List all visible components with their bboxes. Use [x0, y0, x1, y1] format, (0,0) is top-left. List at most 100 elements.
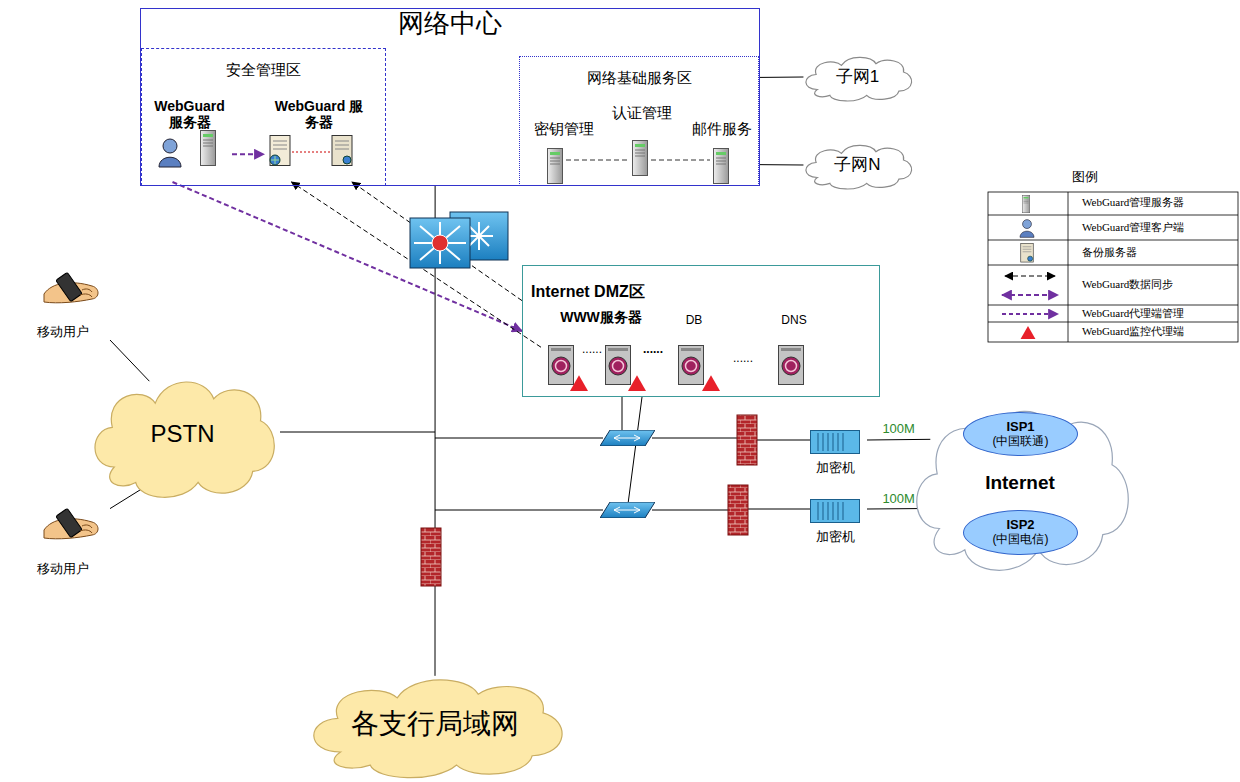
webguard-icons — [270, 136, 290, 166]
link-line — [110, 340, 149, 381]
core-switch — [432, 235, 448, 251]
subnet-cloud: 子网1 — [800, 52, 915, 102]
legend-text: 备份服务器 — [1082, 246, 1137, 259]
dmz-servers — [679, 346, 704, 385]
cloud-outline — [806, 57, 912, 101]
dashed-connector — [173, 182, 523, 331]
node-label: 子网N — [834, 155, 880, 175]
dmz-servers — [628, 375, 646, 391]
legend-samples — [1002, 313, 1058, 315]
legend-samples — [1002, 195, 1058, 339]
legend-frame — [988, 192, 1238, 342]
security-zone: 安全管理区 WebGuard 服务器 WebGuard 服务器 — [141, 48, 386, 186]
node-label: 各支行局域网 — [351, 708, 519, 740]
node-label: 安全管理区 — [226, 61, 301, 78]
node-label: Internet — [985, 472, 1055, 494]
isp-ellipse: ISP1(中国联通) — [963, 412, 1078, 456]
core-switch — [414, 222, 466, 264]
legend-text: WebGuard数据同步 — [1082, 278, 1173, 291]
legend-samples — [1022, 195, 1030, 213]
legend-text: WebGuard代理端管理 — [1082, 307, 1184, 320]
node-label: 认证管理 — [612, 104, 672, 121]
node-label: PSTN — [150, 420, 214, 448]
auth-server: 认证管理 — [602, 104, 682, 174]
branch-cloud: 各支行局域网 — [300, 668, 570, 780]
legend-samples — [1005, 276, 1055, 277]
firewalls — [421, 415, 757, 586]
cloud-outline — [95, 382, 274, 497]
dmz-servers — [606, 346, 631, 385]
legend-samples — [1021, 243, 1034, 262]
cloud-outline — [806, 145, 912, 189]
legend-samples — [1020, 220, 1034, 238]
base-servers — [548, 141, 729, 184]
dashed-connector — [352, 182, 522, 301]
link-line — [760, 164, 803, 165]
legend-samples — [1021, 326, 1036, 339]
mobile-user: 移动用户 — [15, 268, 110, 340]
node-label: (中国联通) — [993, 435, 1049, 449]
dmz-servers — [702, 375, 720, 391]
encryptors — [811, 500, 860, 523]
legend-text: WebGuard监控代理端 — [1082, 325, 1184, 338]
legend-frame — [988, 192, 1238, 342]
node-label: (中国电信) — [993, 533, 1049, 547]
legend-text: WebGuard管理服务器 — [1082, 196, 1184, 209]
network-center: 网络中心安全管理区WebGuard 服务器WebGuard 服务器网络基础服务区… — [140, 8, 760, 186]
node-label: 网络中心 — [398, 9, 502, 39]
link-line — [867, 439, 930, 441]
db-server: DB — [669, 314, 719, 394]
base-servers — [566, 160, 710, 161]
switches — [600, 502, 655, 518]
switches — [600, 430, 655, 518]
infra-zone: 网络基础服务区密钥管理认证管理邮件服务 — [519, 56, 759, 186]
key-server: 密钥管理 — [524, 120, 604, 175]
webguard-icons — [159, 131, 352, 168]
dmz-servers — [779, 346, 804, 385]
legend-text: WebGuard管理客户端 — [1082, 221, 1184, 234]
cloud-outline — [917, 411, 1128, 570]
base-servers — [714, 149, 729, 184]
dmz-servers — [570, 375, 588, 391]
webguard-icons — [292, 152, 330, 153]
mobile-hands — [44, 272, 98, 302]
ellipsis-note: ...... — [582, 343, 602, 357]
encryptors — [811, 431, 860, 454]
dashed-connector — [292, 182, 542, 347]
node-label: WWW服务器 — [560, 309, 642, 325]
encryptor: 加密机 — [803, 428, 867, 476]
isp-ellipse: ISP2(中国电信) — [963, 510, 1078, 555]
core-switch — [410, 212, 508, 268]
node-label: 子网1 — [836, 67, 879, 87]
legend-samples — [1002, 294, 1058, 296]
base-servers — [633, 141, 648, 176]
cloud-outline — [314, 680, 562, 778]
webguard-icons — [332, 136, 352, 166]
mail-server: 邮件服务 — [686, 120, 758, 175]
node-label: WebGuard 服务器 — [274, 98, 364, 130]
webguard-server: WebGuard 服务器 — [264, 98, 374, 182]
switches — [600, 430, 655, 446]
dmz-zone: Internet DMZ区 WWW服务器 DB DNS — [522, 265, 880, 397]
legend-heading: 图例 — [1072, 170, 1098, 185]
webguard-icons — [201, 131, 216, 166]
wires — [622, 397, 642, 504]
firewalls — [421, 528, 441, 586]
node-label: 移动用户 — [37, 325, 89, 340]
subnet-cloud: 子网N — [800, 140, 915, 190]
node-label: ISP1 — [1006, 420, 1034, 435]
ellipsis-note: ...... — [643, 343, 663, 357]
webguard-icons — [159, 139, 181, 167]
mobile-user: 移动用户 — [15, 505, 110, 577]
firewalls — [737, 415, 757, 465]
node-label: WebGuard 服务器 — [150, 98, 230, 130]
internet-cloud: Internet ISP1(中国联通) ISP2(中国电信) — [905, 392, 1135, 574]
link-line — [760, 77, 803, 78]
dmz-servers — [549, 346, 574, 385]
node-label: Internet DMZ区 — [531, 283, 645, 301]
node-label: DNS — [781, 314, 806, 328]
node-label: 邮件服务 — [692, 120, 752, 137]
node-label: 密钥管理 — [534, 120, 594, 137]
mobile-hands — [44, 272, 98, 538]
